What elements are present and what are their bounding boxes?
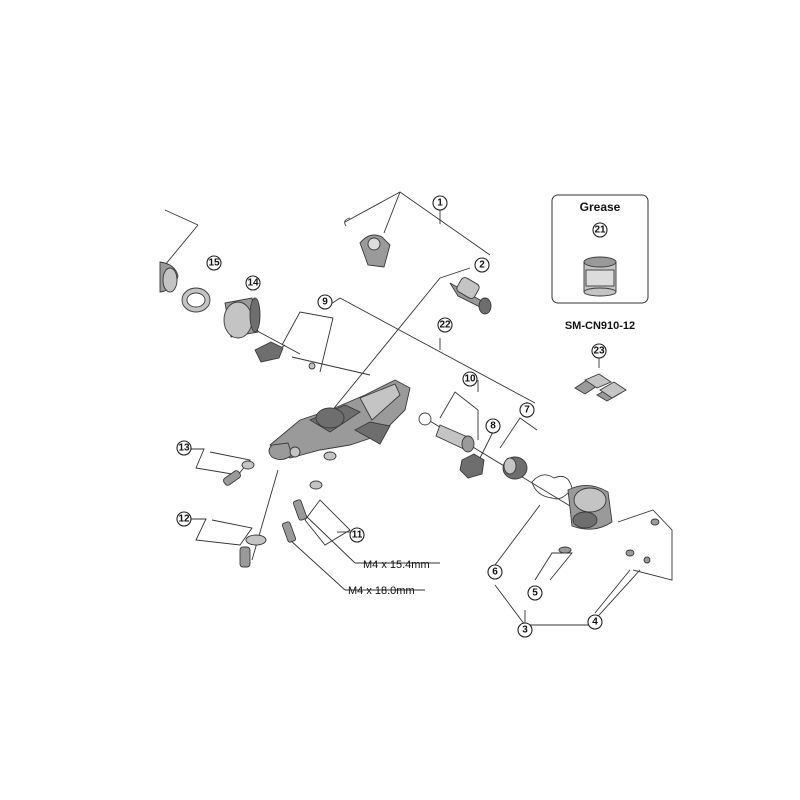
callout-9: 9 — [317, 294, 333, 310]
svg-text:7: 7 — [524, 405, 530, 416]
callout-8: 8 — [485, 418, 501, 434]
svg-text:23: 23 — [593, 346, 605, 357]
chain-link: SM-CN910-12 — [565, 320, 635, 402]
callout-10: 10 — [462, 371, 478, 387]
svg-text:8: 8 — [490, 421, 496, 432]
svg-text:10: 10 — [464, 374, 476, 385]
callout-22: 22 — [437, 317, 453, 333]
callout-7: 7 — [519, 402, 535, 418]
svg-text:21: 21 — [594, 225, 606, 236]
svg-text:3: 3 — [522, 625, 528, 636]
svg-text:1: 1 — [437, 198, 443, 209]
callout-5: 5 — [527, 585, 543, 601]
callout-4: 4 — [587, 614, 603, 630]
svg-text:15: 15 — [208, 258, 220, 269]
callout-23: 23 — [591, 343, 607, 359]
svg-text:14: 14 — [247, 278, 259, 289]
callout-13: 13 — [176, 440, 192, 456]
part-illustrations — [159, 217, 660, 568]
callout-11: 11 — [349, 527, 365, 543]
callout-12: 12 — [176, 511, 192, 527]
callout-21: 21 — [592, 222, 608, 238]
callout-2: 2 — [474, 257, 490, 273]
callouts: 1 2 3 4 5 6 7 8 9 10 11 12 13 14 15 21 2… — [176, 195, 608, 638]
bolt-size-long: M4 x 18.0mm — [348, 585, 415, 597]
svg-text:6: 6 — [492, 567, 498, 578]
chain-link-label: SM-CN910-12 — [565, 320, 635, 332]
svg-text:9: 9 — [322, 297, 328, 308]
callout-1: 1 — [432, 195, 448, 211]
svg-text:22: 22 — [439, 320, 451, 331]
svg-text:13: 13 — [178, 443, 190, 454]
svg-text:12: 12 — [178, 514, 190, 525]
callout-6: 6 — [487, 564, 503, 580]
grease-title: Grease — [580, 200, 621, 214]
grease-jar — [583, 256, 617, 297]
svg-text:5: 5 — [532, 588, 538, 599]
svg-text:11: 11 — [352, 530, 363, 541]
callout-15: 15 — [206, 255, 222, 271]
svg-text:4: 4 — [592, 617, 598, 628]
svg-text:2: 2 — [479, 260, 485, 271]
bolt-size-short: M4 x 15.4mm — [363, 559, 430, 571]
callout-3: 3 — [517, 622, 533, 638]
callout-14: 14 — [245, 275, 261, 291]
grease-box: Grease — [551, 194, 649, 304]
